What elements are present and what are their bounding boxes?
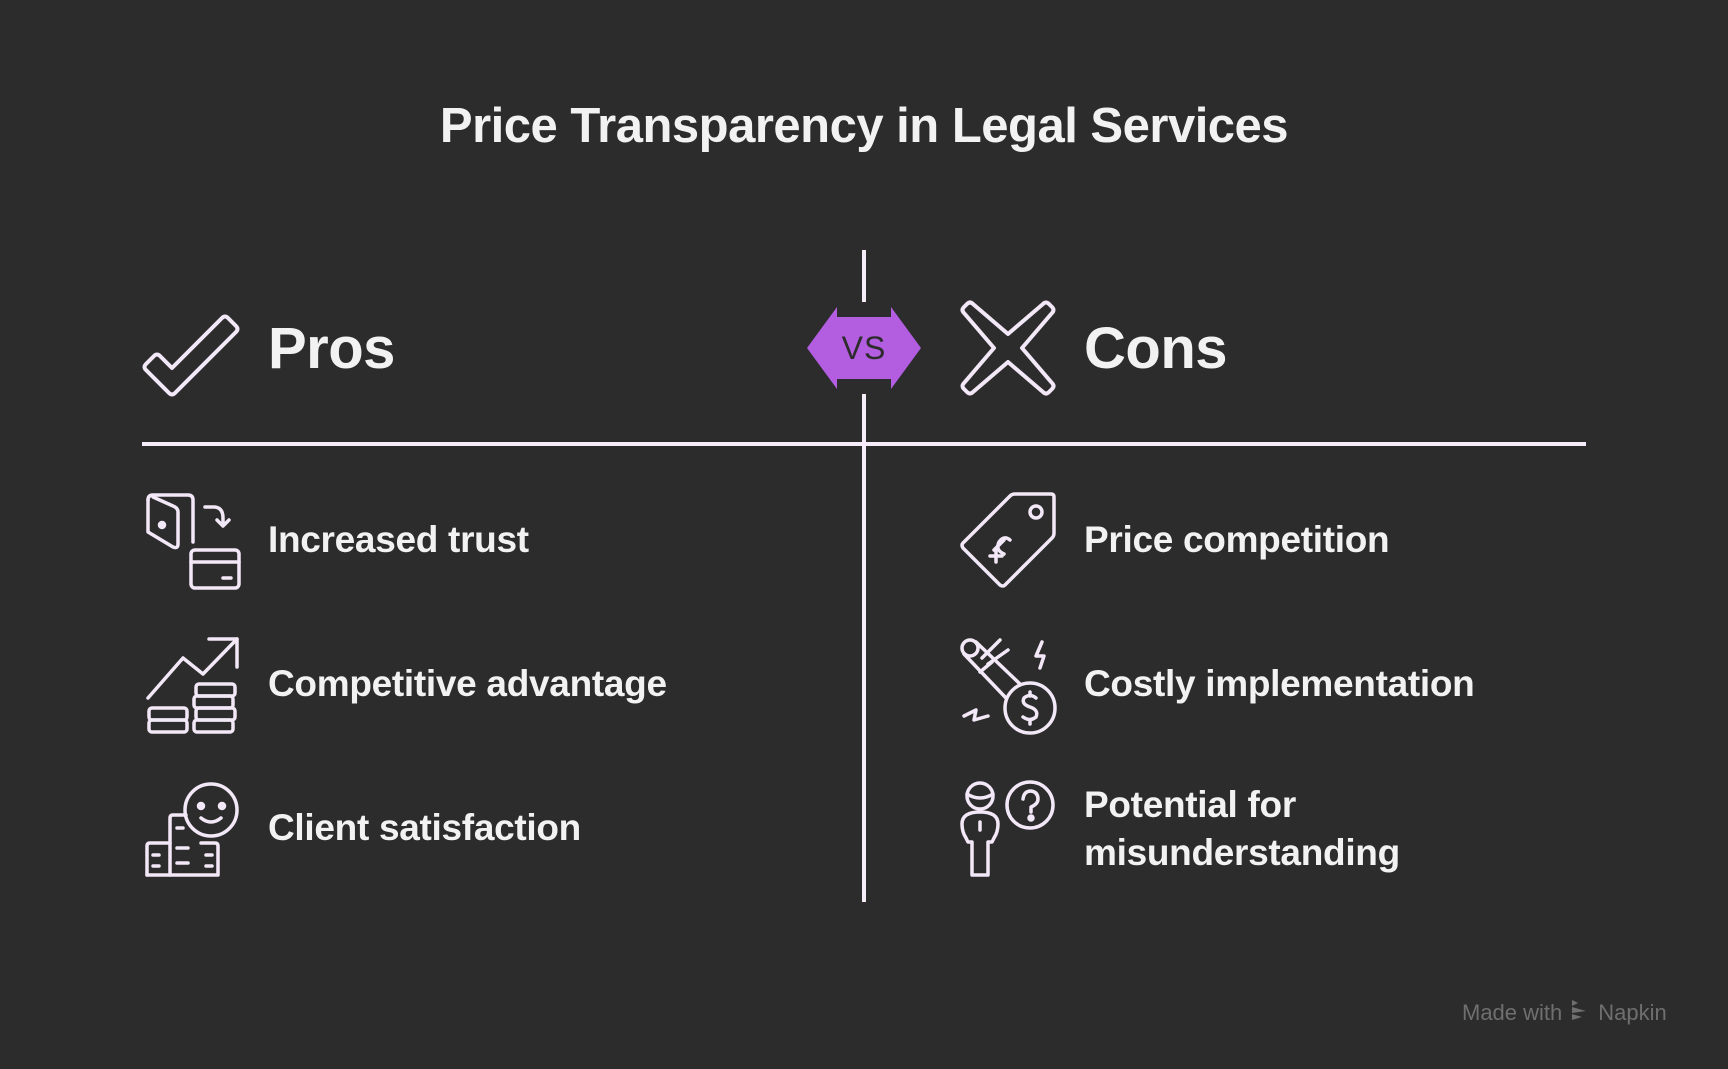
- wallet-to-card-icon: [143, 492, 241, 590]
- growth-coins-icon: [145, 636, 241, 734]
- pro-item-increased-trust: Increased trust: [268, 519, 529, 560]
- napkin-brand-label: Napkin: [1598, 1000, 1667, 1025]
- rocket-dollar-icon: [958, 636, 1058, 736]
- check-icon: [142, 312, 242, 398]
- cons-heading: Cons: [1084, 316, 1228, 381]
- vertical-divider-top: [862, 250, 866, 302]
- con-item-costly-implementation: Costly implementation: [1084, 663, 1475, 704]
- pros-heading: Pros: [268, 316, 395, 381]
- con-item-price-competition: Price competition: [1084, 519, 1390, 560]
- con-item-potential-for-misunderstanding: Potential for misunderstanding: [1084, 781, 1400, 877]
- price-tag-icon: [960, 492, 1056, 590]
- x-icon: [960, 300, 1056, 396]
- vs-badge-shape: [807, 307, 921, 389]
- vs-badge: VS: [806, 306, 922, 390]
- napkin-logo-icon: [1570, 999, 1590, 1027]
- pro-item-client-satisfaction: Client satisfaction: [268, 807, 581, 848]
- made-with-napkin-footer[interactable]: Made with Napkin: [1462, 998, 1667, 1028]
- person-question-icon: [958, 780, 1058, 878]
- vs-label: VS: [841, 329, 887, 366]
- page-title: Price Transparency in Legal Services: [439, 99, 1289, 153]
- con-item-line-1: Potential for: [1084, 784, 1296, 825]
- made-with-label: Made with: [1462, 1000, 1563, 1025]
- con-item-line-2: misunderstanding: [1084, 832, 1400, 873]
- vertical-divider-bottom: [862, 394, 866, 902]
- smiley-building-icon: [143, 780, 241, 878]
- pro-item-competitive-advantage: Competitive advantage: [268, 663, 667, 704]
